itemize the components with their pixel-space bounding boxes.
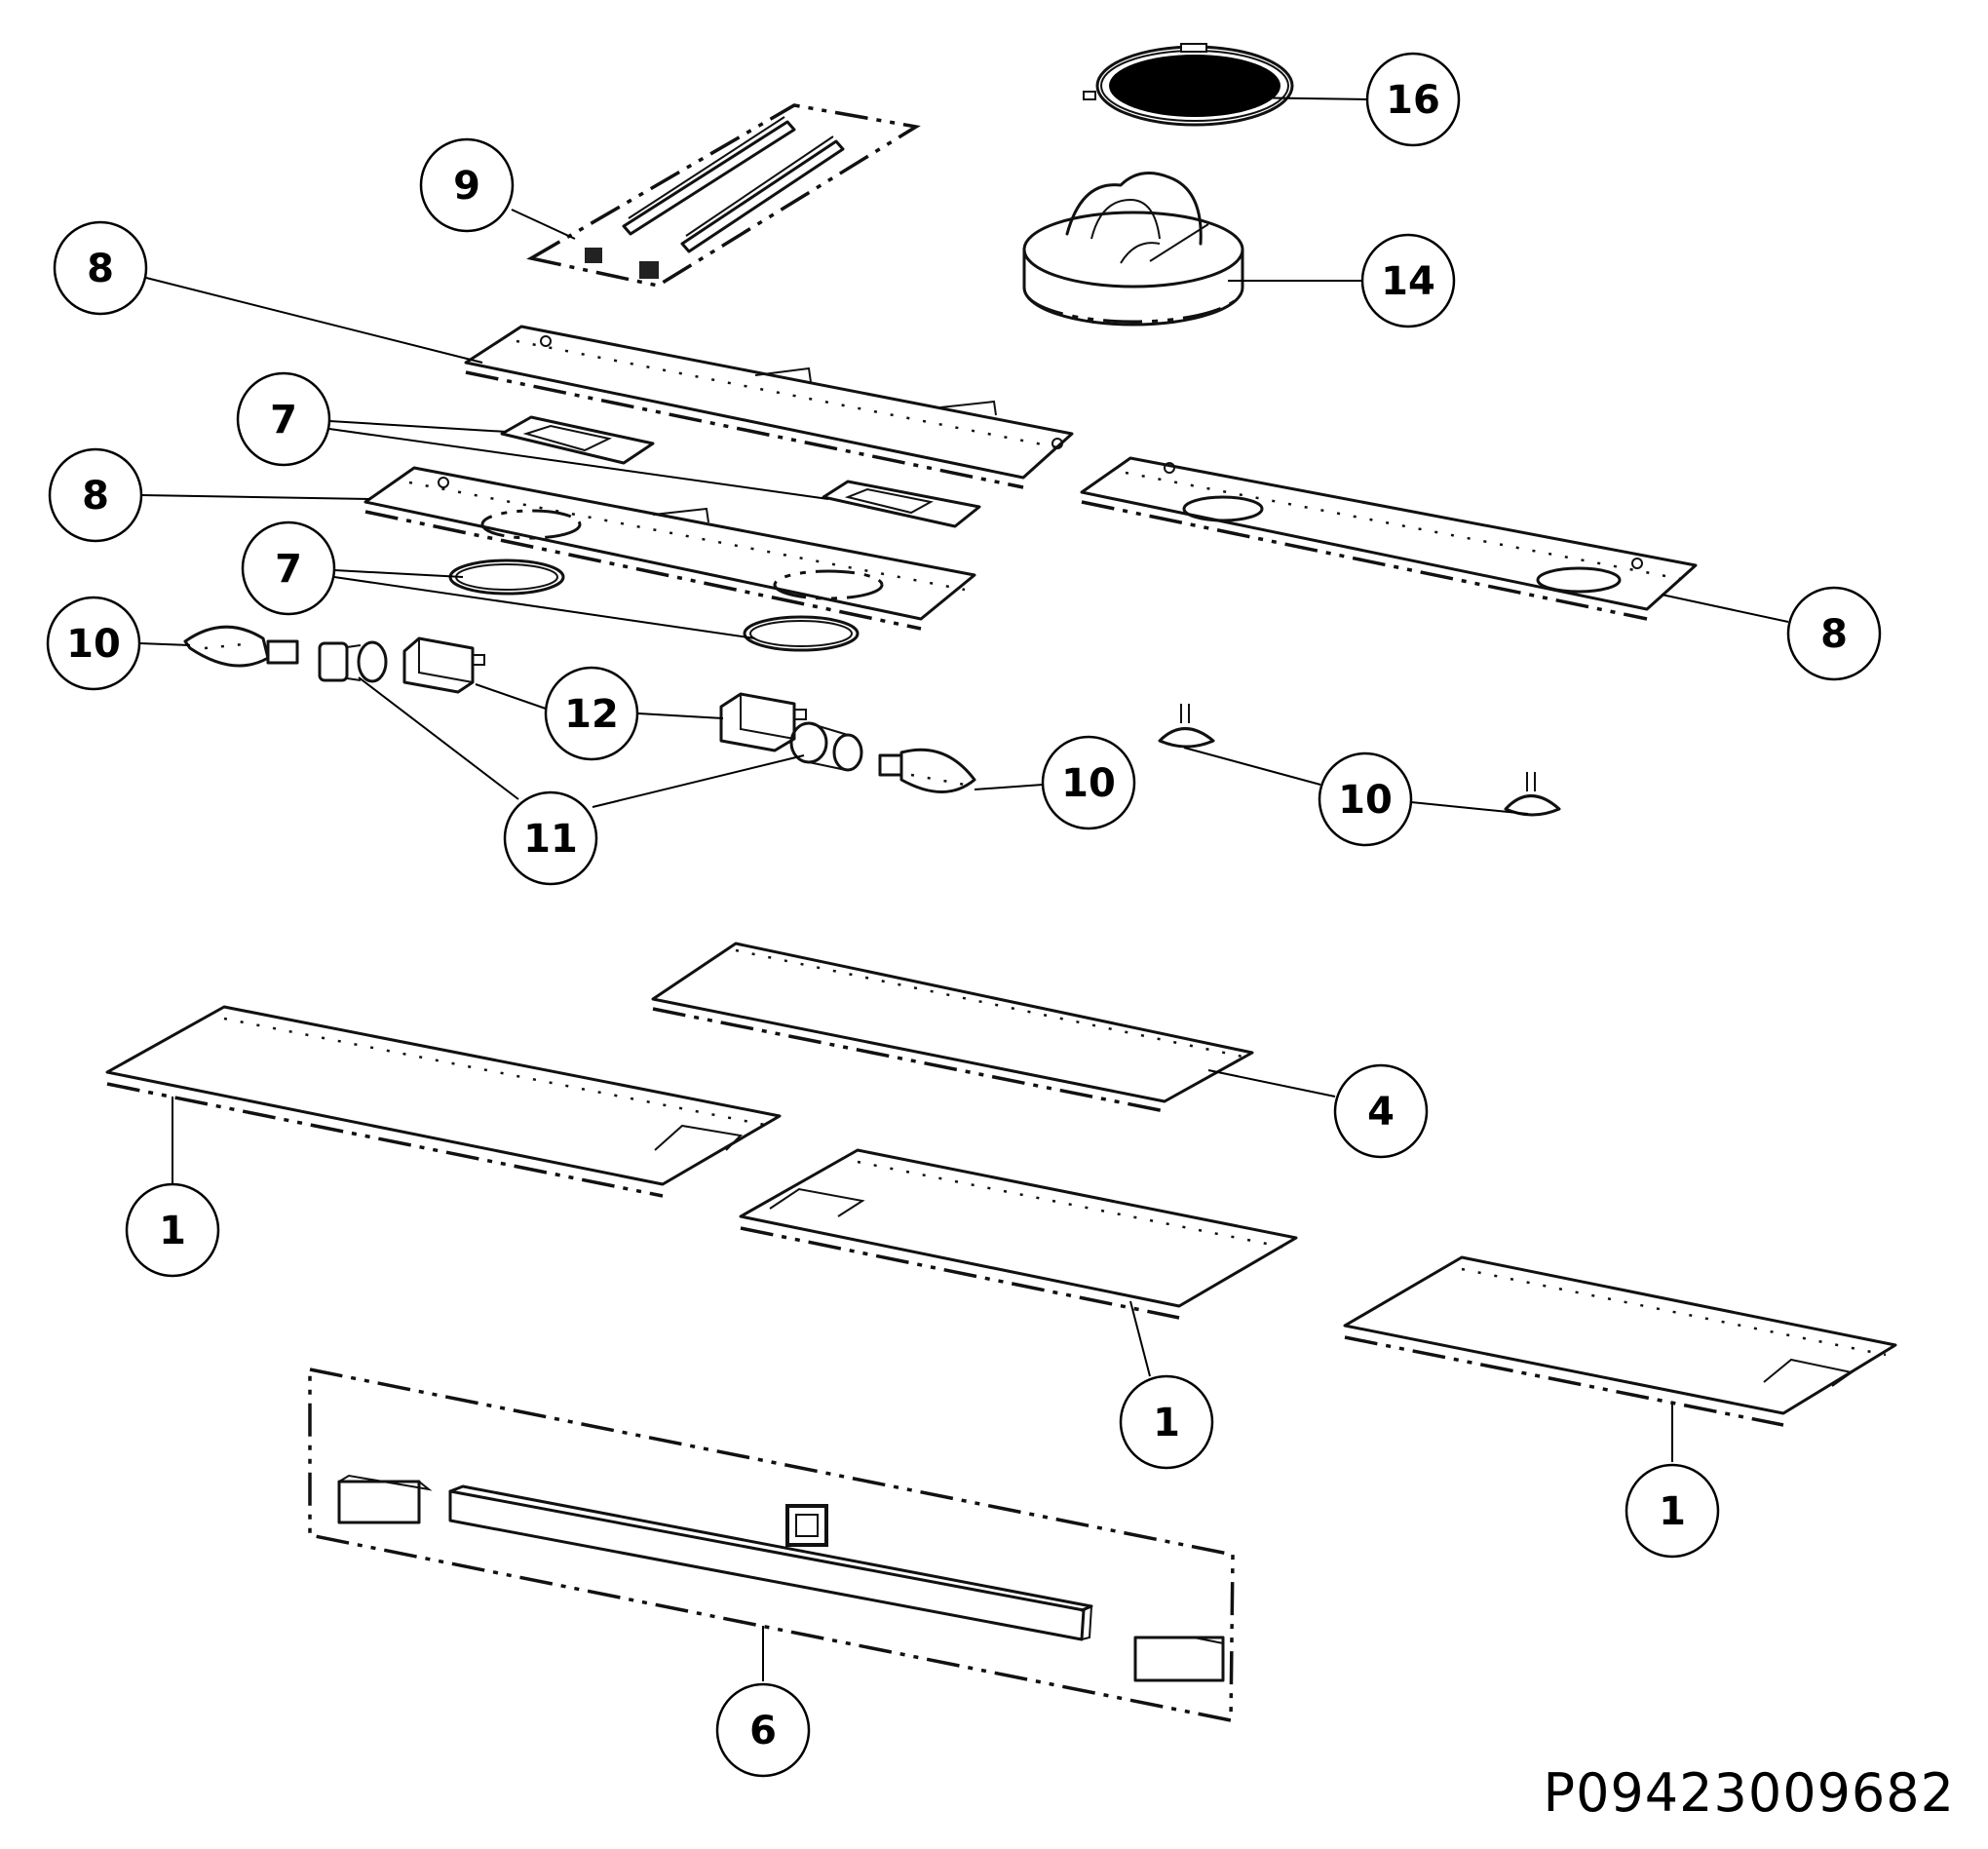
callout-10-center: 10 xyxy=(1041,735,1136,830)
callout-1-right: 1 xyxy=(1625,1463,1720,1559)
svg-text:10: 10 xyxy=(66,622,121,667)
svg-text:8: 8 xyxy=(1820,612,1848,657)
callout-10-right: 10 xyxy=(1318,751,1413,847)
part-10-halogen-bulb-upper xyxy=(1158,704,1215,749)
svg-text:4: 4 xyxy=(1367,1090,1395,1135)
callout-1-center: 1 xyxy=(1119,1374,1214,1470)
part-14-damper-collar xyxy=(1022,172,1244,327)
svg-text:1: 1 xyxy=(1153,1401,1180,1445)
svg-text:12: 12 xyxy=(564,692,619,737)
svg-text:8: 8 xyxy=(82,474,109,519)
callout-4: 4 xyxy=(1333,1063,1429,1159)
callout-9: 9 xyxy=(419,137,515,233)
svg-text:1: 1 xyxy=(1659,1489,1686,1534)
callout-7-upper: 7 xyxy=(236,371,331,467)
svg-text:6: 6 xyxy=(749,1709,777,1753)
leader-lines xyxy=(138,96,1789,1681)
part-9-rail-kit xyxy=(526,103,921,288)
svg-text:7: 7 xyxy=(275,547,302,592)
callout-8-middle: 8 xyxy=(48,447,143,543)
svg-text:14: 14 xyxy=(1381,259,1435,304)
svg-text:8: 8 xyxy=(87,247,114,291)
part-8-upper-bracket xyxy=(464,325,1074,489)
part-1-right-grease-filter xyxy=(1343,1255,1897,1427)
part-12-left-transformer xyxy=(402,636,485,694)
svg-text:10: 10 xyxy=(1338,778,1393,823)
drawing-code: P09423009682 xyxy=(1543,1762,1955,1824)
part-1-center-grease-filter xyxy=(739,1148,1298,1320)
callout-16: 16 xyxy=(1365,52,1461,147)
part-7-upper-lamp-ring xyxy=(448,559,565,596)
part-1-left-grease-filter xyxy=(105,1005,782,1198)
callout-6: 6 xyxy=(715,1682,811,1778)
svg-text:16: 16 xyxy=(1386,78,1440,123)
callout-8-right: 8 xyxy=(1786,586,1882,681)
part-7-upper-light-switch xyxy=(500,415,655,465)
callout-1-left: 1 xyxy=(125,1182,220,1278)
part-7-lower-light-switch xyxy=(822,480,981,528)
callout-11: 11 xyxy=(503,790,598,886)
part-10-halogen-bulb-lower xyxy=(1504,772,1561,817)
callout-14: 14 xyxy=(1360,233,1456,328)
part-16-carbon-filter xyxy=(1083,43,1294,127)
part-6-control-panel xyxy=(308,1367,1235,1723)
part-11-right-lampholder xyxy=(789,721,863,772)
svg-text:1: 1 xyxy=(159,1209,186,1253)
callout-10-left: 10 xyxy=(46,596,141,691)
callout-12: 12 xyxy=(544,666,639,761)
part-7-lower-lamp-ring xyxy=(743,615,860,652)
svg-text:7: 7 xyxy=(270,398,297,443)
part-10-left-candle-bulb xyxy=(183,625,299,668)
part-8-middle-bracket xyxy=(363,466,976,631)
callout-8-upper: 8 xyxy=(53,220,148,316)
svg-text:10: 10 xyxy=(1061,761,1116,806)
part-12-right-transformer xyxy=(719,692,807,752)
callout-7-lower: 7 xyxy=(241,520,336,616)
part-10-right-candle-bulb xyxy=(878,748,976,793)
svg-text:9: 9 xyxy=(453,164,480,209)
part-8-right-bracket xyxy=(1080,456,1698,621)
svg-text:11: 11 xyxy=(523,817,578,862)
part-4-glass-panel xyxy=(651,942,1254,1113)
part-11-left-lampholder xyxy=(318,640,388,683)
